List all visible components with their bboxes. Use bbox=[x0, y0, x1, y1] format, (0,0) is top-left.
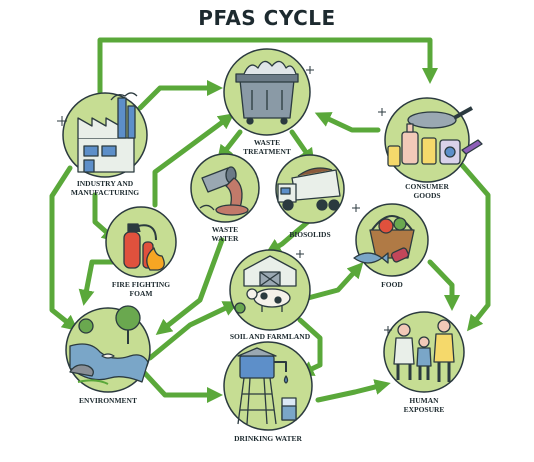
arrow-biosolids-to-soil bbox=[265, 217, 313, 255]
label-waste-water-line1: WASTE bbox=[211, 225, 239, 234]
dump-truck-icon bbox=[277, 167, 341, 211]
arrow-waste-to-wastewater bbox=[217, 129, 243, 162]
label-consumer-goods-line2: GOODS bbox=[413, 191, 441, 200]
river-landscape-icon bbox=[69, 305, 149, 385]
arrow-drinking-to-human bbox=[315, 379, 391, 403]
arrow-industry-to-consumer bbox=[97, 37, 439, 95]
arrow-industry-to-foam bbox=[92, 192, 118, 243]
label-human: HUMAN EXPOSURE bbox=[384, 396, 464, 414]
arrow-food-to-human bbox=[427, 259, 461, 312]
arrow-soil-to-food bbox=[305, 262, 364, 301]
label-waste-treatment-line1: WASTE bbox=[253, 138, 281, 147]
fire-extinguisher-icon bbox=[123, 223, 165, 271]
arrow-environment-to-soil bbox=[147, 301, 240, 361]
fire-foam-circle bbox=[105, 206, 177, 278]
label-biosolids-line1: BIOSOLIDS bbox=[289, 230, 331, 239]
label-waste-water: WASTE WATER bbox=[190, 225, 260, 243]
label-environment: ENVIRONMENT bbox=[60, 396, 156, 405]
arrow-industry-to-waste bbox=[137, 79, 224, 111]
label-industry: INDUSTRY AND MANUFACTURING bbox=[55, 179, 155, 197]
label-soil-line1: SOIL AND FARMLAND bbox=[229, 332, 311, 341]
arrow-soil-to-drinking bbox=[297, 317, 323, 376]
barn-cow-icon bbox=[234, 255, 297, 314]
label-waste-treatment: WASTE TREATMENT bbox=[220, 138, 314, 156]
food-basket-icon bbox=[353, 215, 415, 264]
diagram-title: PFAS CYCLE bbox=[198, 6, 336, 30]
label-food: FOOD bbox=[360, 280, 424, 289]
arrow-consumer-to-waste bbox=[314, 112, 381, 133]
outflow-pipe-icon bbox=[199, 166, 249, 216]
water-tower-icon bbox=[237, 347, 297, 425]
label-fire-foam-line2: FOAM bbox=[129, 289, 153, 298]
arrow-environment-to-drinking bbox=[137, 365, 224, 404]
arrow-industry-to-environment bbox=[49, 165, 79, 331]
dumpster-icon bbox=[235, 60, 299, 125]
label-drinking-water-line1: DRINKING WATER bbox=[234, 434, 302, 443]
label-food-line1: FOOD bbox=[381, 280, 403, 289]
label-environment-line1: ENVIRONMENT bbox=[79, 396, 137, 405]
label-human-line2: EXPOSURE bbox=[403, 405, 445, 414]
label-waste-water-line2: WATER bbox=[211, 234, 239, 243]
sparkles bbox=[57, 66, 392, 334]
flow-arrows bbox=[49, 37, 491, 404]
label-industry-line1: INDUSTRY AND bbox=[76, 179, 134, 188]
factory-icon bbox=[77, 92, 138, 173]
arrow-consumer-to-human bbox=[459, 162, 491, 332]
label-human-line1: HUMAN bbox=[409, 396, 439, 405]
label-biosolids: BIOSOLIDS bbox=[275, 230, 345, 239]
arrow-wastewater-to-environment bbox=[155, 237, 225, 335]
label-waste-treatment-line2: TREATMENT bbox=[243, 147, 291, 156]
arrow-foam-to-environment bbox=[78, 259, 118, 306]
arrow-waste-to-biosolids bbox=[289, 129, 315, 165]
label-fire-foam: FIRE FIGHTING FOAM bbox=[100, 280, 182, 298]
family-icon bbox=[393, 319, 455, 382]
cookware-cosmetics-icon bbox=[387, 106, 483, 167]
label-drinking-water: DRINKING WATER bbox=[223, 434, 313, 443]
label-soil: SOIL AND FARMLAND bbox=[225, 332, 315, 341]
label-industry-line2: MANUFACTURING bbox=[70, 188, 140, 197]
label-fire-foam-line1: FIRE FIGHTING bbox=[111, 280, 171, 289]
label-consumer-goods-line1: CONSUMER bbox=[405, 182, 449, 191]
arrow-foam-to-waste bbox=[152, 113, 235, 208]
label-consumer-goods: CONSUMER GOODS bbox=[385, 182, 469, 200]
